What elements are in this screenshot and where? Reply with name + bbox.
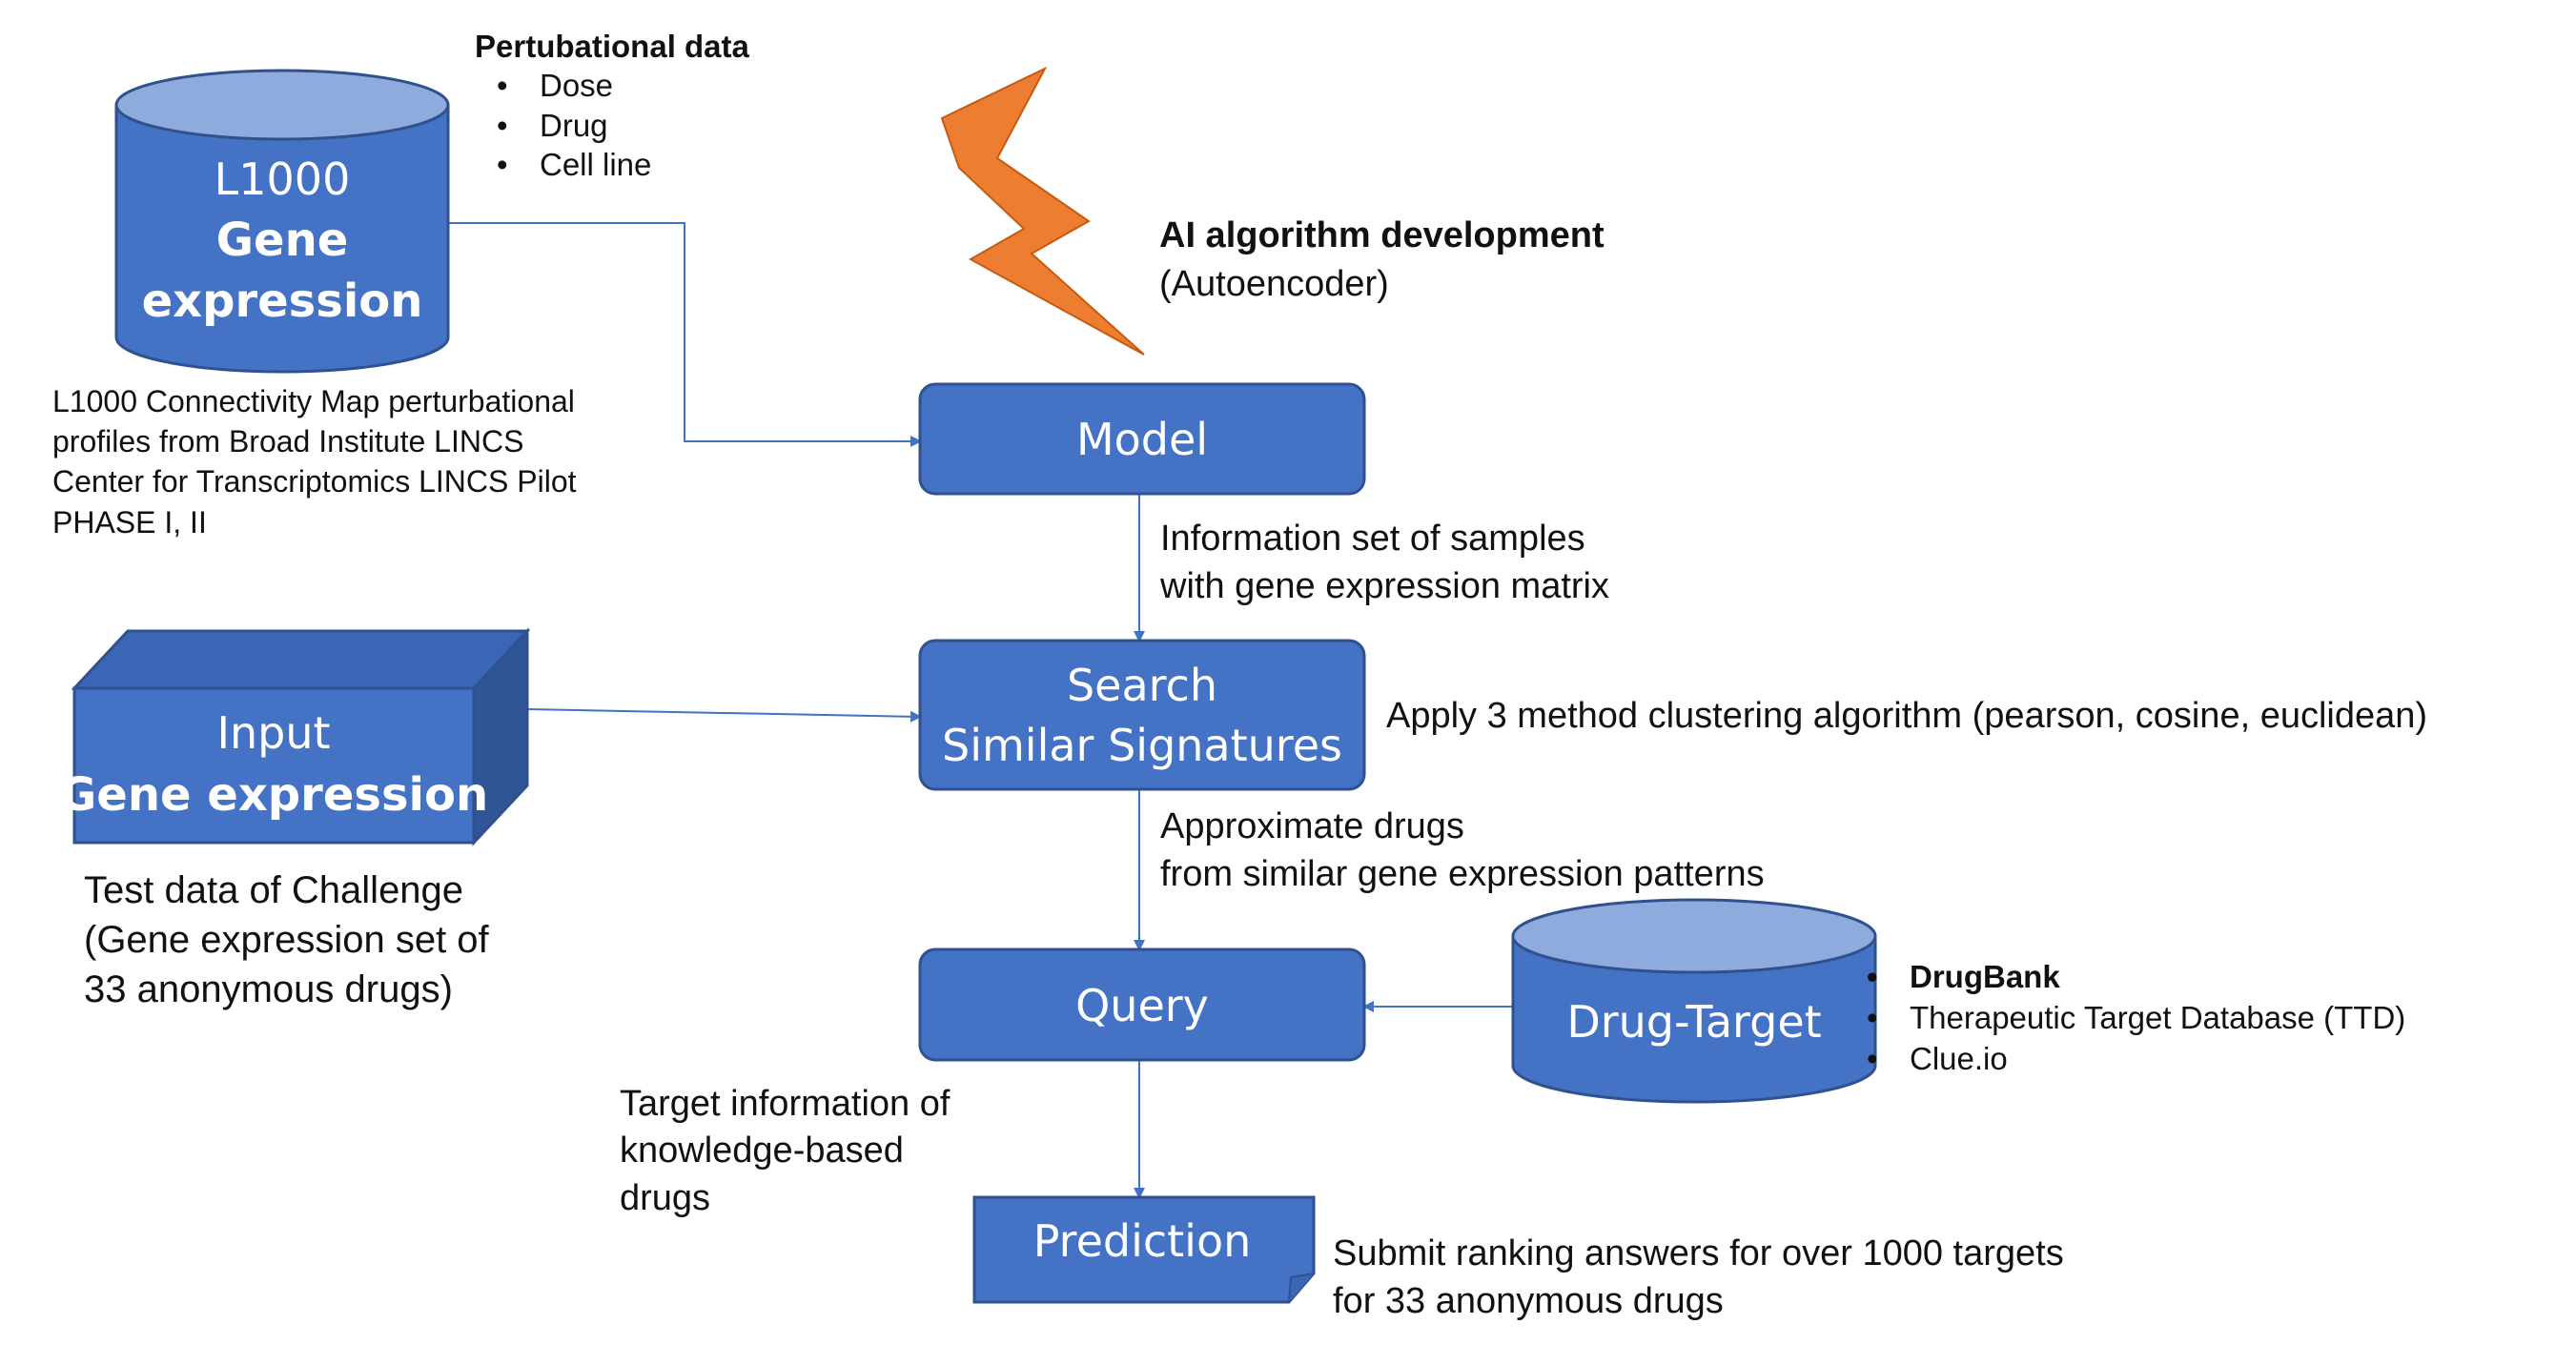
submit-line: for 33 anonymous drugs <box>1333 1281 1724 1322</box>
model-label: Model <box>1076 414 1208 465</box>
drug-target-label: Drug-Target <box>1566 996 1821 1048</box>
l1000-gene-expression-cylinder: L1000 Gene expression <box>114 69 450 374</box>
search-label-line1: Search <box>1067 660 1217 711</box>
information-set-note: Information set of samples with gene exp… <box>1160 515 1609 610</box>
info-set-line: with gene expression matrix <box>1160 566 1609 607</box>
prediction-document: Prediction <box>972 1195 1316 1304</box>
target-info-line: drugs <box>620 1177 711 1218</box>
input-label-line1: Input <box>216 707 330 759</box>
l1000-label-line2: Gene <box>216 214 349 267</box>
perturbational-item: Dose <box>497 66 749 106</box>
approximate-drugs-note: Approximate drugs from similar gene expr… <box>1160 803 1765 898</box>
input-label-line2: Gene expression <box>59 768 488 822</box>
target-information-note: Target information of knowledge-based dr… <box>620 1081 950 1222</box>
l1000-label-line3: expression <box>142 275 423 328</box>
ai-subtitle: (Autoencoder) <box>1159 264 1389 305</box>
drug-target-cylinder: Drug-Target <box>1511 898 1877 1104</box>
perturbational-list: Dose Drug Cell line <box>497 66 749 185</box>
perturbational-data-note: Pertubational data Dose Drug Cell line <box>475 27 749 184</box>
model-box: Model <box>918 382 1366 496</box>
search-label-line2: Similar Signatures <box>942 720 1342 771</box>
perturbational-title: Pertubational data <box>475 29 749 64</box>
lightning-bolt-icon <box>940 66 1145 356</box>
clustering-text: Apply 3 method clustering algorithm (pea… <box>1386 696 2428 736</box>
submit-line: Submit ranking answers for over 1000 tar… <box>1333 1233 2064 1273</box>
perturbational-item: Drug <box>497 106 749 146</box>
database-item-clue: Clue.io <box>1867 1039 2405 1080</box>
query-box: Query <box>918 947 1366 1062</box>
l1000-label-line1: L1000 <box>215 153 351 205</box>
approx-line: Approximate drugs <box>1160 806 1464 846</box>
connector-input-to-search <box>526 708 922 723</box>
submit-note: Submit ranking answers for over 1000 tar… <box>1333 1230 2064 1325</box>
database-item-ttd: Therapeutic Target Database (TTD) <box>1867 998 2405 1039</box>
test-data-line: Test data of Challenge <box>84 869 464 911</box>
info-set-line: Information set of samples <box>1160 519 1585 559</box>
input-gene-expression-cube: Input Gene expression <box>59 627 531 846</box>
perturbational-item: Cell line <box>497 145 749 185</box>
target-info-line: knowledge-based <box>620 1131 904 1171</box>
l1000-description: L1000 Connectivity Map perturbational pr… <box>52 381 577 542</box>
query-label: Query <box>1075 980 1209 1031</box>
l1000-desc-line: profiles from Broad Institute LINCS <box>52 424 524 459</box>
l1000-desc-line: L1000 Connectivity Map perturbational <box>52 384 575 418</box>
search-similar-signatures-box: Search Similar Signatures <box>918 639 1366 791</box>
database-list-note: DrugBank Therapeutic Target Database (TT… <box>1867 957 2405 1080</box>
l1000-desc-line: Center for Transcriptomics LINCS Pilot <box>52 464 577 499</box>
clustering-note: Apply 3 method clustering algorithm (pea… <box>1386 694 2427 740</box>
database-item-drugbank: DrugBank <box>1867 957 2405 998</box>
ai-title: AI algorithm development <box>1159 215 1605 255</box>
test-data-line: 33 anonymous drugs) <box>84 968 453 1010</box>
test-data-note: Test data of Challenge (Gene expression … <box>84 866 489 1014</box>
prediction-label: Prediction <box>1033 1215 1252 1267</box>
l1000-desc-line: PHASE I, II <box>52 504 207 540</box>
connectors <box>448 222 1513 1199</box>
database-list: DrugBank Therapeutic Target Database (TT… <box>1867 957 2405 1080</box>
connector-l1000-to-model <box>448 222 922 447</box>
test-data-line: (Gene expression set of <box>84 919 489 961</box>
target-info-line: Target information of <box>620 1084 951 1124</box>
ai-note: AI algorithm development (Autoencoder) <box>1159 212 1605 310</box>
approx-line: from similar gene expression patterns <box>1160 854 1765 895</box>
